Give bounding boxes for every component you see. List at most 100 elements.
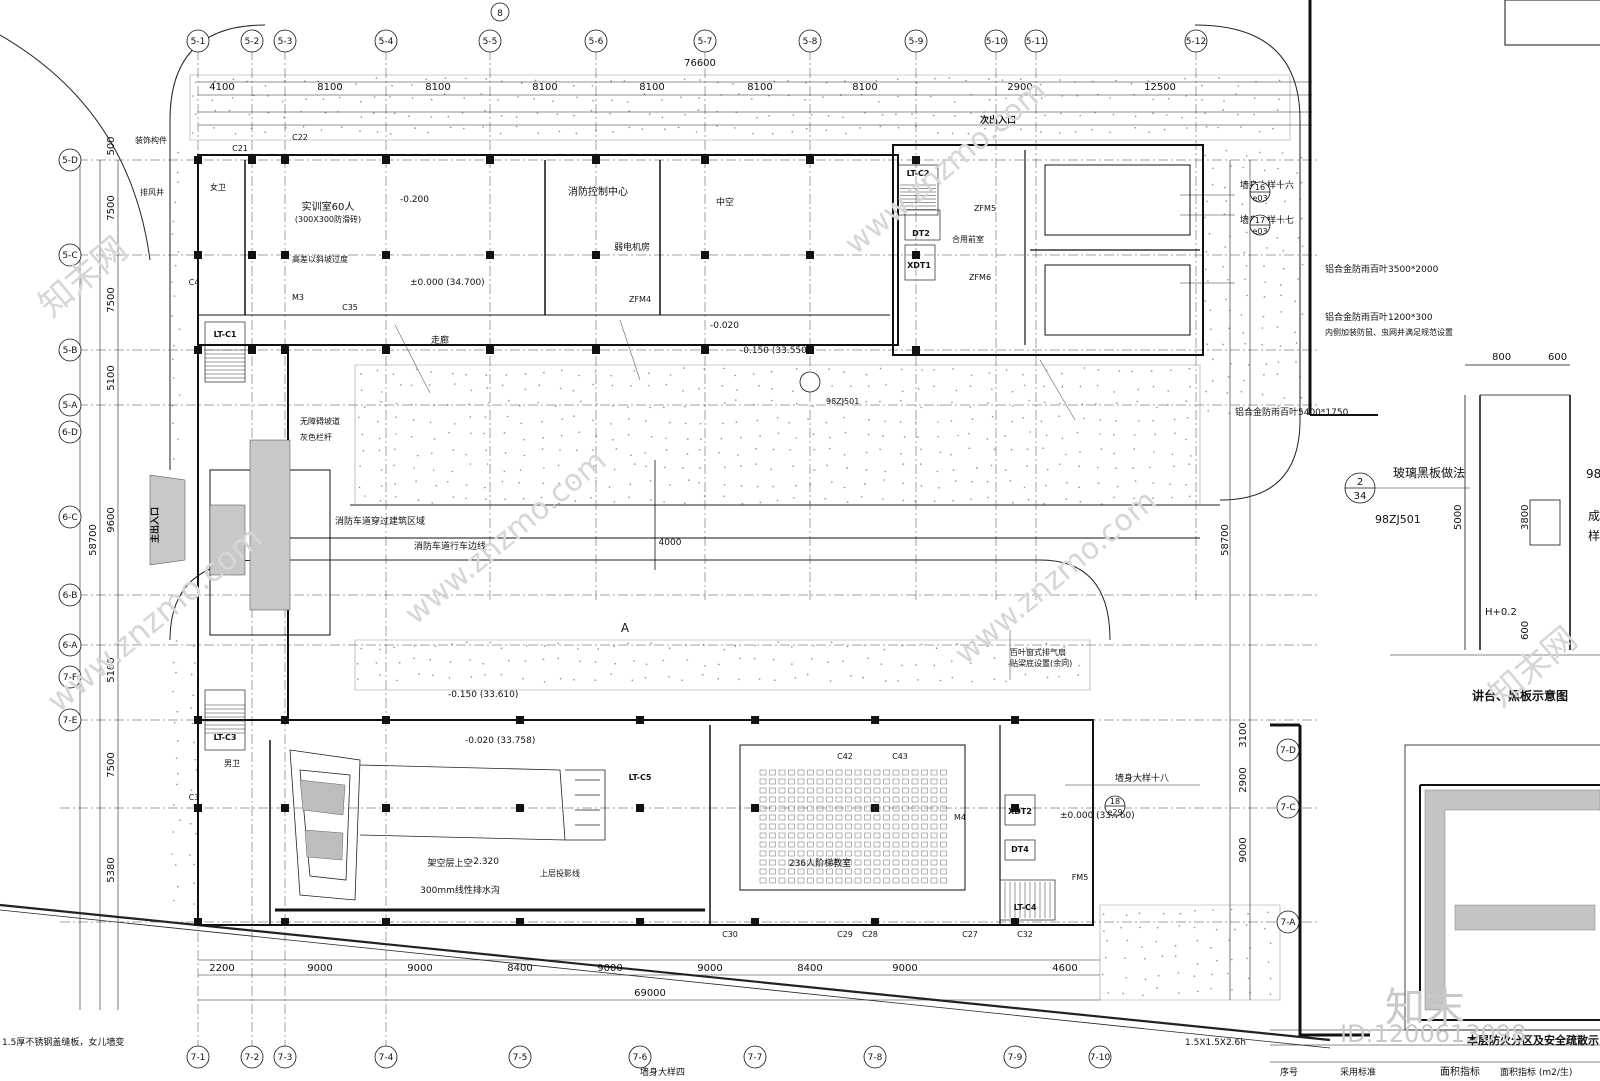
landscape-dot — [736, 389, 738, 391]
landscape-dot — [484, 416, 487, 418]
panel-caption: 讲台、黑板示意图 — [1472, 688, 1568, 703]
auditorium-seat — [902, 787, 909, 794]
landscape-dot — [628, 496, 630, 499]
auditorium-seat — [759, 805, 767, 812]
landscape-dot — [683, 367, 685, 369]
landscape-dot — [1083, 367, 1086, 369]
landscape-dot — [172, 220, 174, 223]
grid-labels-left: 5-D 5-C 5-B 5-A 6-D 6-C 6-B 6-A 7-F 7-E — [62, 156, 78, 726]
landscape-dot — [863, 644, 866, 647]
landscape-dot — [1301, 409, 1303, 412]
auditorium-seat — [759, 877, 767, 884]
grid-label-bottom: 7-9 — [1008, 1053, 1023, 1063]
level-mark: -0.020 (33.758) — [465, 736, 535, 746]
auditorium-seat — [930, 868, 938, 875]
landscape-dot — [1188, 495, 1191, 498]
room-label: 走廊 — [431, 334, 449, 346]
landscape-dot — [193, 882, 195, 884]
auditorium-seat — [845, 796, 852, 803]
landscape-dot — [1237, 85, 1240, 87]
landscape-dot — [232, 78, 235, 81]
landscape-dot — [933, 369, 935, 371]
auditorium-seat — [864, 850, 871, 857]
landscape-dot — [1225, 200, 1228, 202]
note: 装饰构件 — [135, 135, 167, 145]
column — [486, 156, 494, 164]
landscape-dot — [1100, 448, 1103, 450]
landscape-dot — [428, 384, 431, 386]
auditorium-seat — [921, 823, 928, 830]
grid-label-bottom: 7-7 — [748, 1053, 763, 1063]
column — [636, 918, 644, 926]
auditorium-seat — [797, 868, 805, 875]
dim-text: 800 — [1492, 352, 1511, 363]
landscape-dot — [1224, 186, 1226, 189]
auditorium-seat — [826, 832, 833, 839]
landscape-dot — [522, 677, 524, 680]
landscape-dot — [391, 84, 393, 87]
landscape-dot — [1020, 128, 1022, 131]
landscape-dot — [1241, 203, 1244, 206]
auditorium-seat — [807, 778, 814, 785]
landscape-dot — [592, 419, 594, 422]
column — [806, 346, 814, 354]
landscape-dot — [211, 99, 214, 102]
landscape-dot — [574, 500, 577, 502]
landscape-dot — [1230, 362, 1232, 365]
auditorium-seat — [797, 778, 805, 785]
landscape-dot — [831, 481, 833, 484]
landscape-dot — [177, 885, 179, 888]
landscape-dot — [214, 109, 217, 112]
landscape-dot — [970, 374, 973, 377]
landscape-dot — [578, 431, 581, 434]
landscape-dot — [363, 495, 366, 497]
column — [1011, 804, 1019, 812]
landscape-dot — [1201, 84, 1203, 87]
landscape-dot — [933, 385, 935, 388]
landscape-dot — [755, 463, 758, 465]
landscape-dot — [880, 663, 883, 665]
auditorium-seat — [826, 823, 833, 830]
landscape-dot — [542, 482, 545, 485]
landscape-dot — [1205, 268, 1207, 271]
landscape-dot — [1169, 483, 1171, 486]
landscape-dot — [686, 453, 689, 455]
landscape-dot — [194, 662, 196, 664]
landscape-dot — [829, 680, 832, 682]
landscape-dot — [484, 674, 486, 676]
landscape-dot — [394, 448, 396, 451]
landscape-dot — [1115, 467, 1117, 470]
landscape-dot — [1227, 972, 1229, 975]
landscape-dot — [591, 85, 594, 87]
landscape-dot — [684, 113, 686, 116]
landscape-dot — [952, 368, 954, 370]
landscape-dot — [612, 131, 614, 133]
dim-text: 3100 — [1238, 722, 1249, 747]
landscape-dot — [951, 401, 953, 404]
site-labels: 消防车道行车边线 4000 消防车道穿过建筑区域 主出入口 次出入口 A — [149, 114, 1016, 635]
landscape-dot — [756, 116, 758, 119]
note: 无障碍坡道 — [300, 416, 340, 426]
grid-label-left: 5-D — [62, 156, 78, 166]
auditorium-seats — [759, 769, 947, 884]
landscape-dot — [1188, 367, 1191, 370]
room-label: 合用前室 — [952, 234, 984, 244]
landscape-dot — [1227, 278, 1229, 281]
landscape-dot — [1240, 314, 1243, 316]
landscape-dot — [951, 660, 953, 662]
auditorium-seat — [902, 814, 909, 821]
auditorium-seat — [864, 841, 871, 848]
landscape-dot — [613, 468, 616, 471]
landscape-dot — [633, 370, 636, 372]
stair-tag: XDT2 — [1008, 807, 1032, 816]
window-tag: C35 — [342, 303, 358, 312]
auditorium-seat — [835, 868, 843, 875]
landscape-dot — [1028, 399, 1030, 402]
dim-total: 76600 — [684, 58, 716, 69]
landscape-dot — [1005, 97, 1007, 100]
landscape-dot — [1248, 364, 1250, 366]
landscape-dot — [1297, 278, 1299, 280]
landscape-dot — [1211, 380, 1214, 382]
auditorium-seat — [835, 841, 843, 848]
